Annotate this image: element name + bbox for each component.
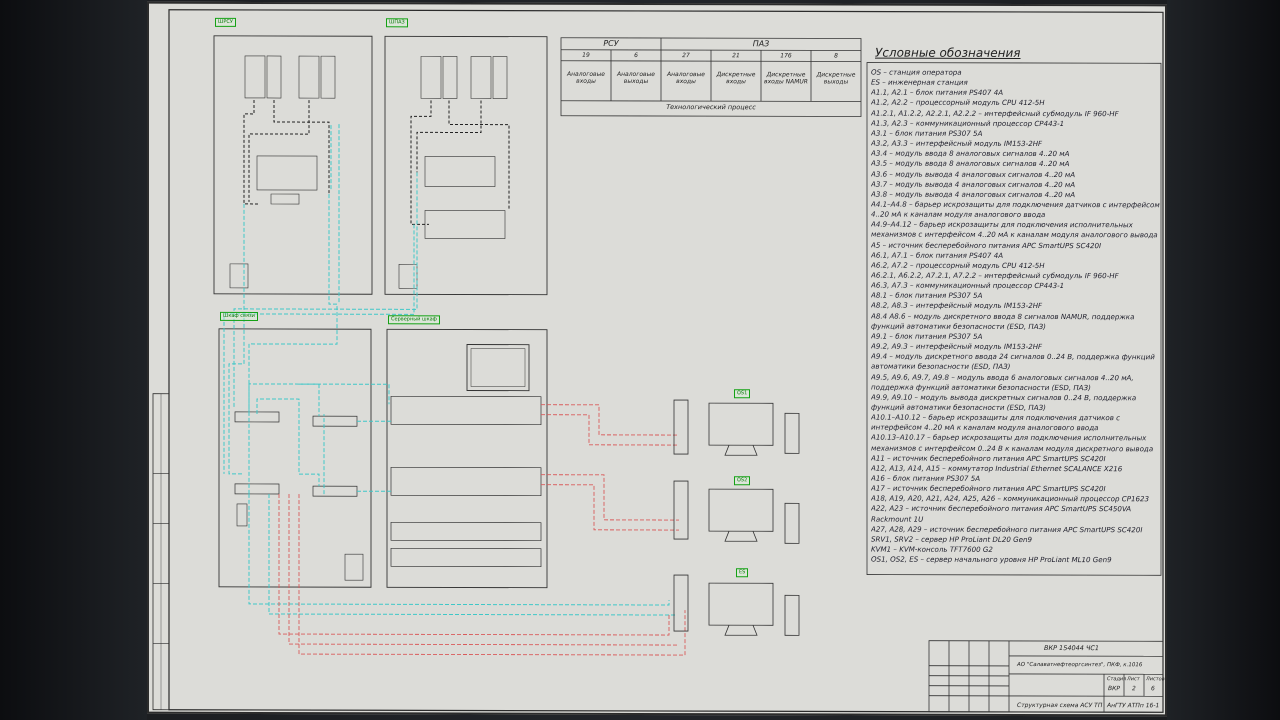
legend-item: A1.2.1, A1.2.2, A2.2.1, A2.2.2 – интерфе… [871,109,1119,118]
legend-item: A10.13–A10.17 – барьер искрозащиты для п… [871,433,1147,443]
legend-item: функций автоматики безопасности (ESD, ПА… [871,403,1046,412]
monitor-bezel-right [1167,0,1280,720]
legend-item: A9.1 – блок питания PS307 5A [871,332,983,341]
legend-item: A16 – блок питания PS307 5A [871,474,981,483]
legend-item: A9.4 – модуль дискретного ввода 24 сигна… [871,352,1155,362]
legend-item: A10.1–A10.12 – барьер искрозащиты для по… [871,413,1121,423]
sheets-value: 6 [1151,685,1155,693]
legend-item: A9.2, A9.3 – интерфейсный модуль IM153-2… [871,342,1043,352]
table-number: 6 [634,51,638,59]
legend-item: A4.9–A4.12 – барьер искрозащиты для подк… [871,220,1133,230]
legend-item: OS – станция оператора [871,68,962,77]
table-group-paz: ПАЗ [752,39,770,49]
table-column-label: Аналоговые входы [667,71,705,86]
monitor-bezel-left [0,0,147,720]
legend-item: A1.2, A2.2 – процессорный модуль CPU 412… [871,98,1045,108]
legend-item: механизмов с интерфейсом 0..24 В к канал… [871,444,1154,453]
legend-item: A8.1 – блок питания PS307 5A [871,291,983,301]
cabinet-label-comm: Шкаф связи [220,311,258,321]
col-stage: Стадия [1107,676,1127,683]
legend-item: A17 – источник бесперебойного питания AP… [871,484,1106,494]
legend-item: автоматики безопасности (ESD, ПАЗ) [871,362,1011,372]
legend-item: Rackmount 1U [871,515,924,524]
legend-item: A18, A19, A20, A21, A24, A25, A26 – комм… [871,494,1150,504]
table-group-rsu: РСУ [603,38,619,48]
table-column-label: Дискретные входы [716,71,756,86]
table-number: 176 [780,52,792,60]
legend-item: A3.6 – модуль вывода 4 аналоговых сигнал… [871,170,1076,179]
legend-item: OS1, OS2, ES – сервер начального уровня … [871,555,1112,565]
legend-item: A8.2, A8.3 – интерфейсный модуль IM153-2… [871,301,1043,311]
legend-item: A4.1–A4.8 – барьер искрозащиты для подкл… [871,200,1160,210]
legend-item: интерфейсом 4..20 мА к каналам модуля ан… [871,423,1099,433]
cabinet-label-paz: ШПАЗ [386,18,408,28]
legend-item: A1.3, A2.3 – коммуникационный процессор … [871,119,1065,128]
legend-item: 4..20 мА к каналам модуля аналогового вв… [871,210,1046,220]
station-label-es: ES [736,568,749,578]
drawing-name: Структурная схема АСУ ТП [1017,701,1103,710]
drawing-frame [152,9,1164,713]
department: АнГТУ АТПп 16-1 [1107,702,1160,710]
legend-item: ES – инженерная станция [871,78,968,87]
legend-item: A6.2.1, A6.2.2, A7.2.1, A7.2.2 – интерфе… [871,271,1119,281]
col-sheets: Листов [1146,676,1165,683]
table-column-label: Дискретные выходы [816,71,856,86]
legend-item: A3.7 – модуль вывода 4 аналоговых сигнал… [871,180,1076,189]
legend-title: Условные обозначения [875,45,1021,60]
legend-item: A6.3, A7.3 – коммуникационный процессор … [871,281,1065,291]
cabinet-label-rsu: ШРСУ [215,17,236,27]
legend-item: A11 – источник бесперебойного питания AP… [871,454,1106,463]
table-column-label: Аналоговые выходы [617,70,655,85]
sheet-value: 2 [1132,685,1136,693]
legend-item: поддержка функций автоматики безопасност… [871,383,1091,392]
stage-value: ВКР [1108,685,1120,693]
table-column-label: Дискретные входы NAMUR [764,71,808,86]
legend-item: A3.8 – модуль вывода 4 аналоговых сигнал… [871,190,1076,199]
legend-item: A3.1 – блок питания PS307 5A [871,129,983,138]
drawing-sheet: ШРСУ ШПАЗ Шкаф связи Серверный шкаф OS1 … [147,1,1167,717]
legend-item: A5 – источник бесперебойного питания APC… [871,241,1102,250]
legend-item: A1.1, A2.1 – блок питания PS407 4A [871,88,1004,98]
legend-item: A27, A28, A29 – источник бесперебойного … [871,525,1143,535]
legend-item: A6.1, A7.1 – блок питания PS407 4A [871,251,1004,260]
organization: АО "Салаватнефтеоргсинтез", ПКФ, к.1016 [1017,661,1143,669]
legend-item: A6.2, A7.2 – процессорный модуль CPU 412… [871,261,1045,270]
station-label-os1: OS1 [734,389,751,399]
cabinet-label-server: Серверный шкаф [388,315,440,325]
table-number: 8 [834,52,838,60]
legend-item: механизмов с интерфейсом 4..20 мА к кана… [871,230,1158,240]
legend-item: SRV1, SRV2 – сервер HP ProLiant DL20 Gen… [871,535,1033,544]
table-column-label: Аналоговые входы [567,70,605,85]
table-number: 27 [682,52,690,60]
table-footer: Технологический процесс [666,103,756,112]
drawing-code: ВКР 154044 ЧС1 [1044,644,1100,653]
legend-item: функций автоматики безопасности (ESD, ПА… [871,322,1046,331]
legend-item: A8.4 A8.6 – модуль дискретного ввода 8 с… [871,312,1135,321]
legend-item: A3.4 – модуль ввода 8 аналоговых сигнало… [871,149,1070,159]
station-label-os2: OS2 [734,476,751,486]
col-sheet: Лист [1127,676,1140,683]
legend-item: A9.9, A9.10 – модуль вывода дискретных с… [871,393,1137,403]
legend-item: A3.5 – модуль ввода 8 аналоговых сигнало… [871,159,1070,169]
legend-item: A12, A13, A14, A15 – коммутатор Industri… [871,464,1123,474]
legend-item: A22, A23 – источник бесперебойного питан… [871,504,1132,514]
table-number: 19 [582,51,590,59]
legend-item: KVM1 – KVM-консоль TFT7600 G2 [871,545,993,554]
legend-item: A3.2, A3.3 – интерфейсный модуль IM153-2… [871,139,1043,149]
legend-item: A9.5, A9.6, A9.7, A9.8 – модуль ввода 6 … [871,373,1134,382]
table-number: 21 [732,52,740,60]
